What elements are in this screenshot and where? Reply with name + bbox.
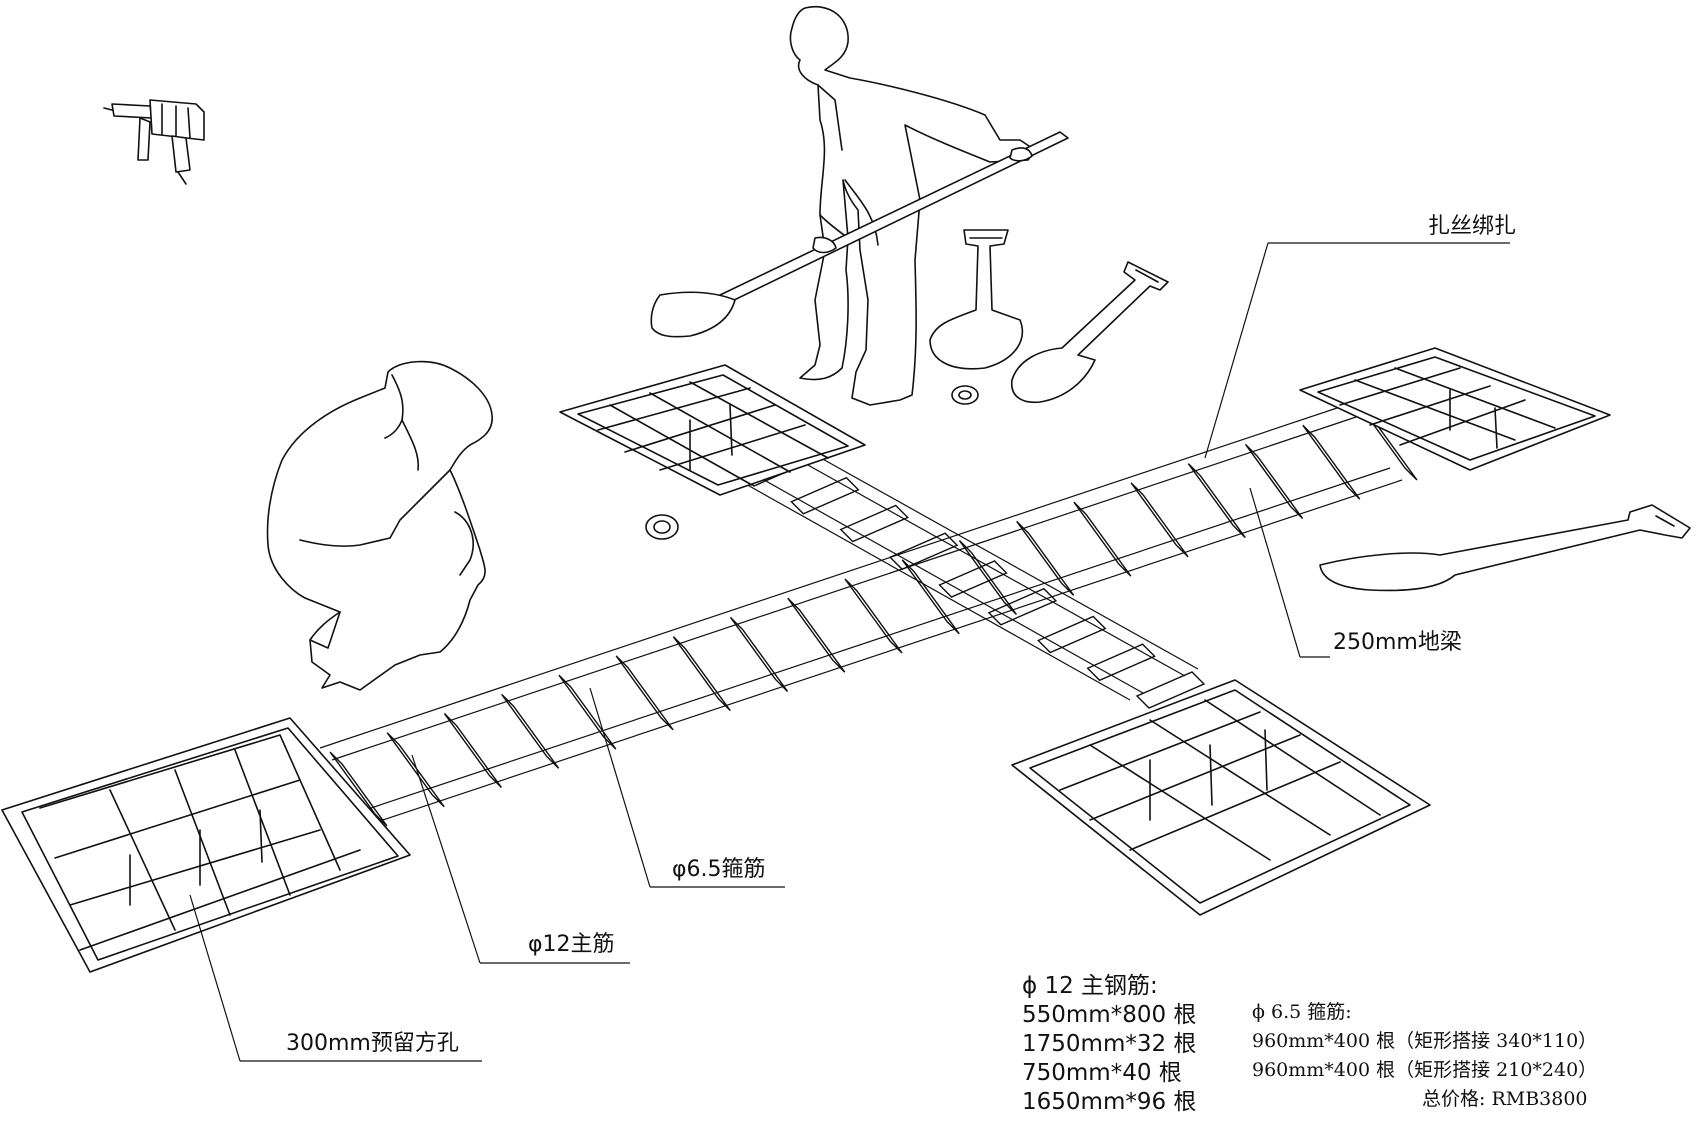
stirrup-hoop [558, 674, 617, 750]
stirrups-main [329, 405, 1418, 827]
stirrup-hoop [1073, 501, 1132, 577]
hole-southeast [1011, 679, 1431, 916]
stirrup-hoop [1130, 482, 1189, 558]
stirrup-hoop [901, 559, 960, 635]
stirrup-title: ϕ 6.5 箍筋: [1252, 1001, 1352, 1023]
total-price: 总价格: RMB3800 [1422, 1088, 1588, 1110]
stirrup-hoop [1016, 520, 1075, 596]
stirrup-hoop [329, 751, 388, 827]
leader-lines [189, 242, 1510, 1062]
stirrup-hoop [1037, 615, 1107, 654]
stirrup-hoop [729, 616, 789, 692]
stirrup-hoop [787, 597, 846, 673]
spade-icon [929, 229, 1024, 370]
stirrup-hoop [1187, 463, 1246, 539]
stirrup-hoop [987, 587, 1058, 626]
stirrup-hoop [501, 693, 560, 769]
stirrup-hoop [958, 540, 1018, 616]
hole-southwest [1, 717, 411, 973]
stirrup-hoop [672, 636, 731, 712]
tape-measure-icon [645, 385, 979, 540]
main-steel-title: ϕ 12 主钢筋: [1022, 973, 1158, 999]
worker-crouching-icon [266, 360, 493, 691]
stirrup-hoop [443, 713, 503, 789]
stirrup-hoop [1244, 443, 1304, 519]
stirrup-hoop [386, 732, 445, 808]
main-steel-item: 1750mm*32 根 [1022, 1031, 1197, 1057]
shovel-icon [1011, 261, 1169, 404]
stirrup-item: 960mm*400 根（矩形搭接 340*110） [1252, 1030, 1598, 1052]
stirrup-hoop [888, 532, 959, 571]
stirrup-hoop [1086, 643, 1156, 682]
stirrup-hoop [938, 560, 1008, 598]
stirrup-hoop [1302, 424, 1361, 500]
main-steel-list: ϕ 12 主钢筋: 550mm*800 根 1750mm*32 根 750mm*… [1022, 972, 1196, 1117]
stirrup-hoop [615, 655, 674, 731]
stirrup-item: 960mm*400 根（矩形搭接 210*240） [1252, 1059, 1598, 1081]
label-ground-beam: 250mm地梁 [1333, 630, 1462, 655]
hole-northeast [1299, 347, 1611, 471]
label-tie-wire: 扎丝绑扎 [1428, 214, 1517, 239]
stirrup-hoop [844, 578, 903, 654]
label-reserved-hole: 300mm预留方孔 [286, 1031, 459, 1056]
label-main-bar: φ12主筋 [528, 932, 615, 957]
label-stirrup: φ6.5箍筋 [672, 857, 766, 882]
stirrup-hoop [839, 504, 909, 543]
hole-northwest [559, 364, 866, 496]
worker-digging-icon [650, 5, 1069, 406]
main-steel-item: 1650mm*96 根 [1022, 1089, 1197, 1115]
drill-icon [103, 99, 205, 185]
stirrup-hoop [790, 476, 860, 515]
main-steel-item: 750mm*40 根 [1022, 1060, 1182, 1086]
main-steel-item: 550mm*800 根 [1022, 1002, 1197, 1028]
stirrup-list: ϕ 6.5 箍筋: 960mm*400 根（矩形搭接 340*110） 960m… [1252, 998, 1597, 1114]
main-beam-east-west [319, 401, 1403, 823]
stirrup-hoop [1135, 671, 1206, 709]
shovel-icon [1319, 504, 1691, 592]
ground-beam-grid [1, 347, 1611, 973]
